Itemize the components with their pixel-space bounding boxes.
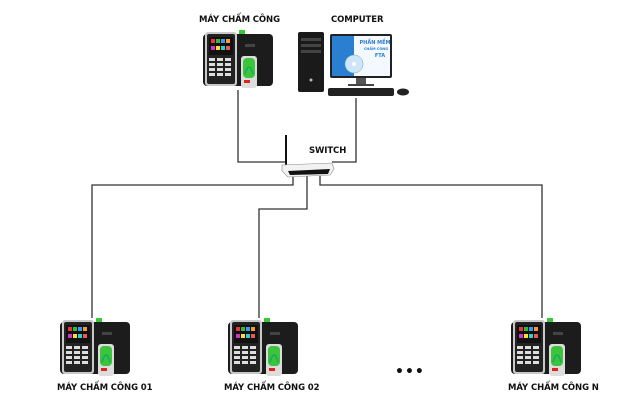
wire-top-machine-switch bbox=[237, 90, 285, 163]
wire-switch-machine-n bbox=[319, 176, 543, 318]
machine-02-label: MÁY CHẤM CÔNG 02 bbox=[224, 383, 320, 393]
network-switch-icon bbox=[281, 135, 335, 178]
machine-n-label: MÁY CHẤM CÔNG N bbox=[508, 383, 599, 393]
wire-switch-machine-02 bbox=[258, 176, 308, 318]
machine-01-label: MÁY CHẤM CÔNG 01 bbox=[57, 383, 153, 393]
time-attendance-machine-icon bbox=[60, 318, 131, 377]
top-machine-label: MÁY CHẤM CÔNG bbox=[199, 15, 280, 25]
time-attendance-machine-icon bbox=[228, 318, 299, 377]
wire-computer-switch bbox=[332, 98, 357, 163]
screen-text-3: FTA bbox=[375, 53, 385, 59]
screen-text-1: PHẦN MỀM bbox=[359, 37, 390, 46]
wire-switch-machine-01 bbox=[91, 176, 294, 318]
switch-label: SWITCH bbox=[309, 146, 347, 156]
time-attendance-machine-icon bbox=[511, 318, 582, 377]
desktop-computer-icon: PHẦN MỀM CHẤM CÔNG FTA bbox=[298, 32, 409, 96]
computer-label: COMPUTER bbox=[331, 15, 384, 25]
time-attendance-machine-icon bbox=[203, 30, 274, 89]
ellipsis: ••• bbox=[395, 364, 425, 380]
screen-text-2: CHẤM CÔNG bbox=[364, 46, 388, 51]
